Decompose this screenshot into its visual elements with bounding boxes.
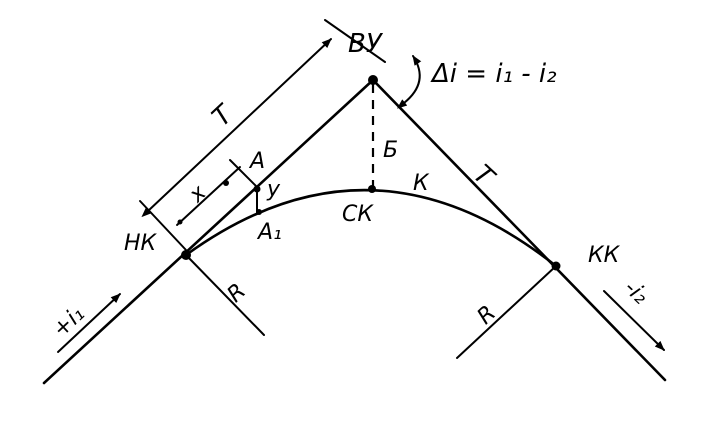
grade-line-right [371,78,667,382]
point-a1 [256,209,262,215]
x-extension [229,159,259,189]
angle-formula-label: Δi = i₁ - i₂ [430,59,557,89]
vertex-point [368,75,378,85]
grade-arrow-right [603,290,665,351]
point-a [253,185,261,193]
curve-label: К [413,171,430,196]
tangent-left-label: T [207,99,241,133]
end-curve-point [551,261,561,271]
grade-right-label: -i₂ [619,275,653,309]
grade-line-left [42,78,375,385]
y-label: y [266,177,281,202]
mid-curve-point [368,185,376,193]
dimension-extension-top [324,19,386,63]
tangent-dimension-line [141,38,332,218]
x-dimension-line [176,166,241,226]
start-curve-point [181,250,191,260]
tangent-right-label: T [467,159,501,193]
point-a-label: A [248,149,265,174]
x-dimension-dot-start [177,219,183,225]
start-curve-label: НК [124,231,158,256]
grade-left-label: +i₁ [48,302,89,343]
point-a1-label: A₁ [256,220,282,245]
x-dimension-dot [223,180,229,186]
radius-right-label: R [473,301,501,330]
vertex-label: ВУ [348,29,384,59]
grade-arrow-left [57,293,121,353]
angle-arc [397,55,422,109]
bisector-label: Б [383,138,398,163]
mid-curve-label: СК [342,202,374,227]
radius-line-left [185,254,265,336]
radius-left-label: R [223,279,251,308]
end-curve-label: КК [588,243,621,268]
radius-line-right [456,265,557,359]
x-label: x [184,180,212,209]
